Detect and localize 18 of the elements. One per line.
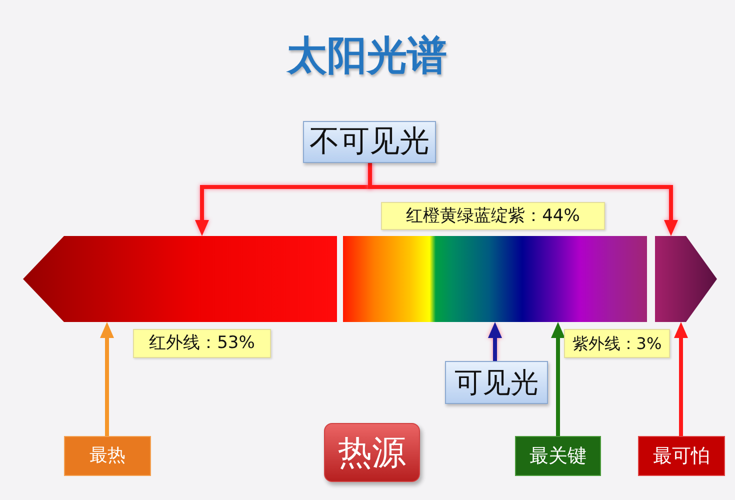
arrow	[551, 322, 565, 436]
property-tag: 最关键	[515, 436, 601, 476]
property-tag: 最可怕	[638, 436, 725, 476]
category-box: 不可见光	[303, 121, 436, 163]
arrow	[100, 322, 114, 436]
title: 太阳光谱	[287, 34, 447, 78]
arrow	[488, 322, 502, 361]
percentage-note: 紫外线：3%	[564, 329, 670, 358]
property-tag: 最热	[64, 436, 151, 476]
spectrum-band	[655, 236, 717, 322]
arrow	[368, 163, 678, 236]
spectrum-band	[343, 236, 647, 322]
category-box: 可见光	[445, 361, 548, 404]
highlight-badge: 热源	[324, 423, 420, 482]
percentage-note: 红橙黄绿蓝绽紫：44%	[381, 202, 605, 230]
spectrum-band	[23, 236, 337, 322]
arrow	[674, 322, 688, 436]
percentage-note: 红外线：53%	[133, 329, 271, 358]
